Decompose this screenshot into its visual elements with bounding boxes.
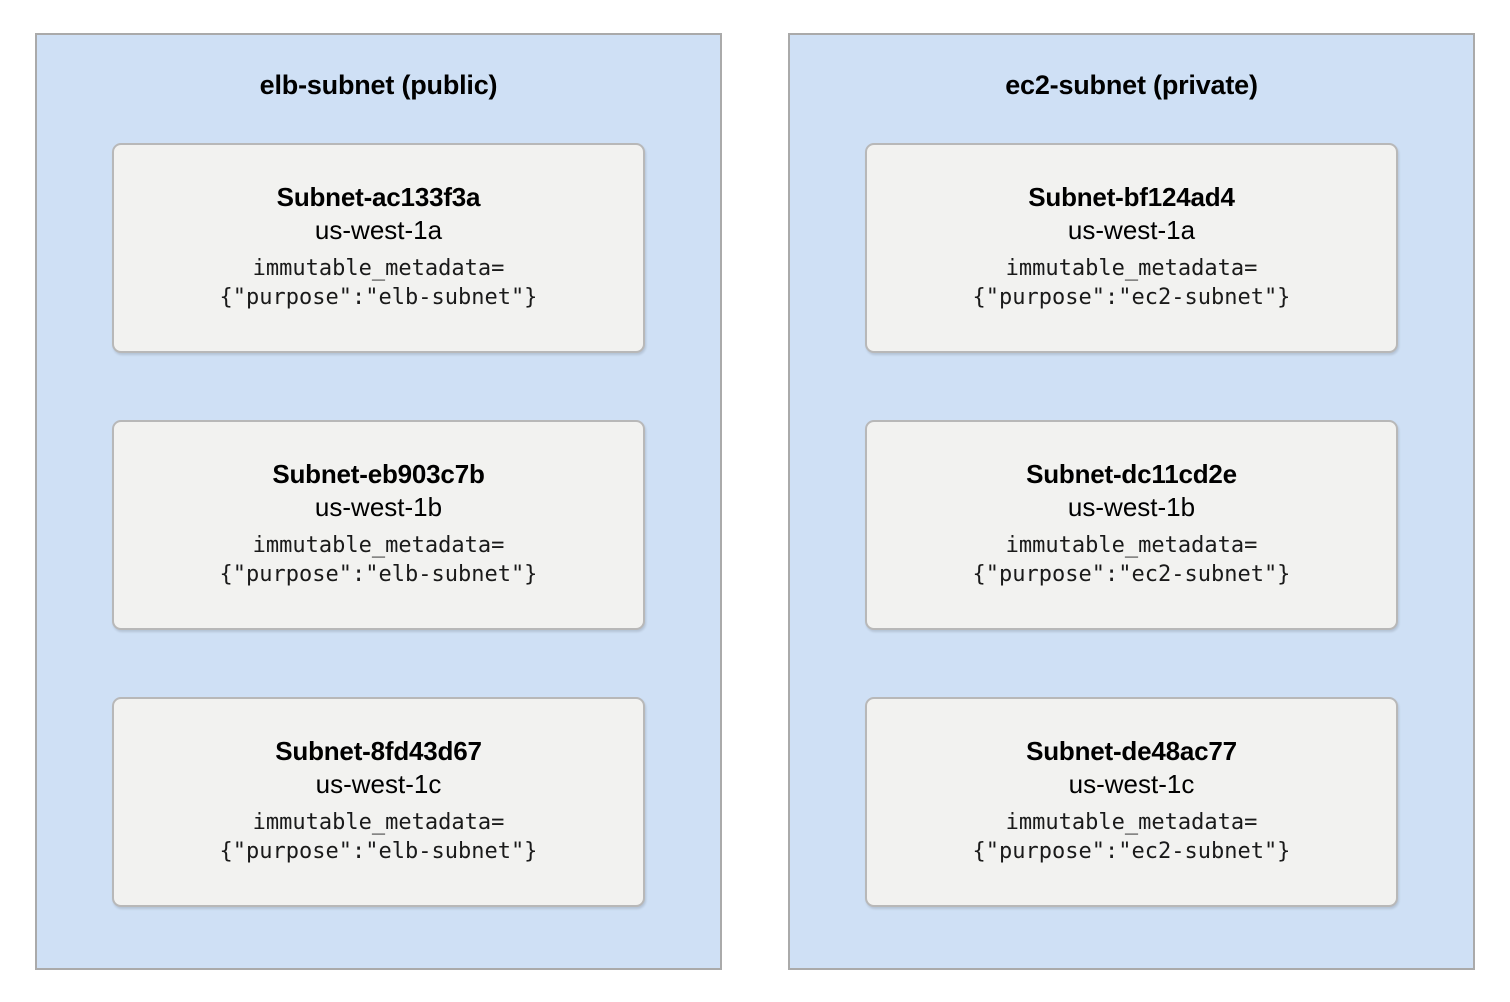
subnet-metadata: immutable_metadata= {"purpose":"ec2-subn… (972, 256, 1291, 311)
subnet-availability-zone: us-west-1c (315, 769, 442, 799)
card-list-elb-subnet: Subnet-ac133f3a us-west-1a immutable_met… (37, 142, 720, 907)
subnet-availability-zone: us-west-1b (314, 492, 443, 522)
panel-title-ec2-subnet: ec2-subnet (private) (1005, 70, 1258, 100)
subnet-availability-zone: us-west-1b (1067, 492, 1196, 522)
subnet-metadata: immutable_metadata= {"purpose":"elb-subn… (219, 810, 538, 865)
subnet-name: Subnet-de48ac77 (1026, 736, 1237, 767)
subnet-card: Subnet-8fd43d67 us-west-1c immutable_met… (112, 696, 645, 907)
panel-title-elb-subnet: elb-subnet (public) (259, 70, 498, 100)
panel-ec2-subnet: ec2-subnet (private) Subnet-bf124ad4 us-… (788, 33, 1475, 970)
subnet-card: Subnet-de48ac77 us-west-1c immutable_met… (865, 696, 1398, 907)
subnet-availability-zone: us-west-1c (1068, 769, 1195, 799)
subnet-name: Subnet-dc11cd2e (1026, 459, 1237, 490)
subnet-card: Subnet-bf124ad4 us-west-1a immutable_met… (865, 142, 1398, 353)
subnet-card: Subnet-dc11cd2e us-west-1b immutable_met… (865, 419, 1398, 630)
subnet-metadata: immutable_metadata= {"purpose":"elb-subn… (219, 533, 538, 588)
card-list-ec2-subnet: Subnet-bf124ad4 us-west-1a immutable_met… (790, 142, 1473, 907)
subnet-metadata: immutable_metadata= {"purpose":"elb-subn… (219, 256, 538, 311)
subnet-card: Subnet-ac133f3a us-west-1a immutable_met… (112, 142, 645, 353)
subnet-metadata: immutable_metadata= {"purpose":"ec2-subn… (972, 810, 1291, 865)
subnet-metadata: immutable_metadata= {"purpose":"ec2-subn… (972, 533, 1291, 588)
subnet-availability-zone: us-west-1a (314, 215, 443, 245)
subnet-name: Subnet-ac133f3a (276, 182, 481, 213)
subnet-name: Subnet-bf124ad4 (1028, 182, 1235, 213)
subnet-card: Subnet-eb903c7b us-west-1b immutable_met… (112, 419, 645, 630)
panel-row: elb-subnet (public) Subnet-ac133f3a us-w… (35, 33, 1475, 970)
subnet-name: Subnet-eb903c7b (272, 459, 485, 490)
subnet-availability-zone: us-west-1a (1067, 215, 1196, 245)
panel-elb-subnet: elb-subnet (public) Subnet-ac133f3a us-w… (35, 33, 722, 970)
subnet-name: Subnet-8fd43d67 (275, 736, 482, 767)
